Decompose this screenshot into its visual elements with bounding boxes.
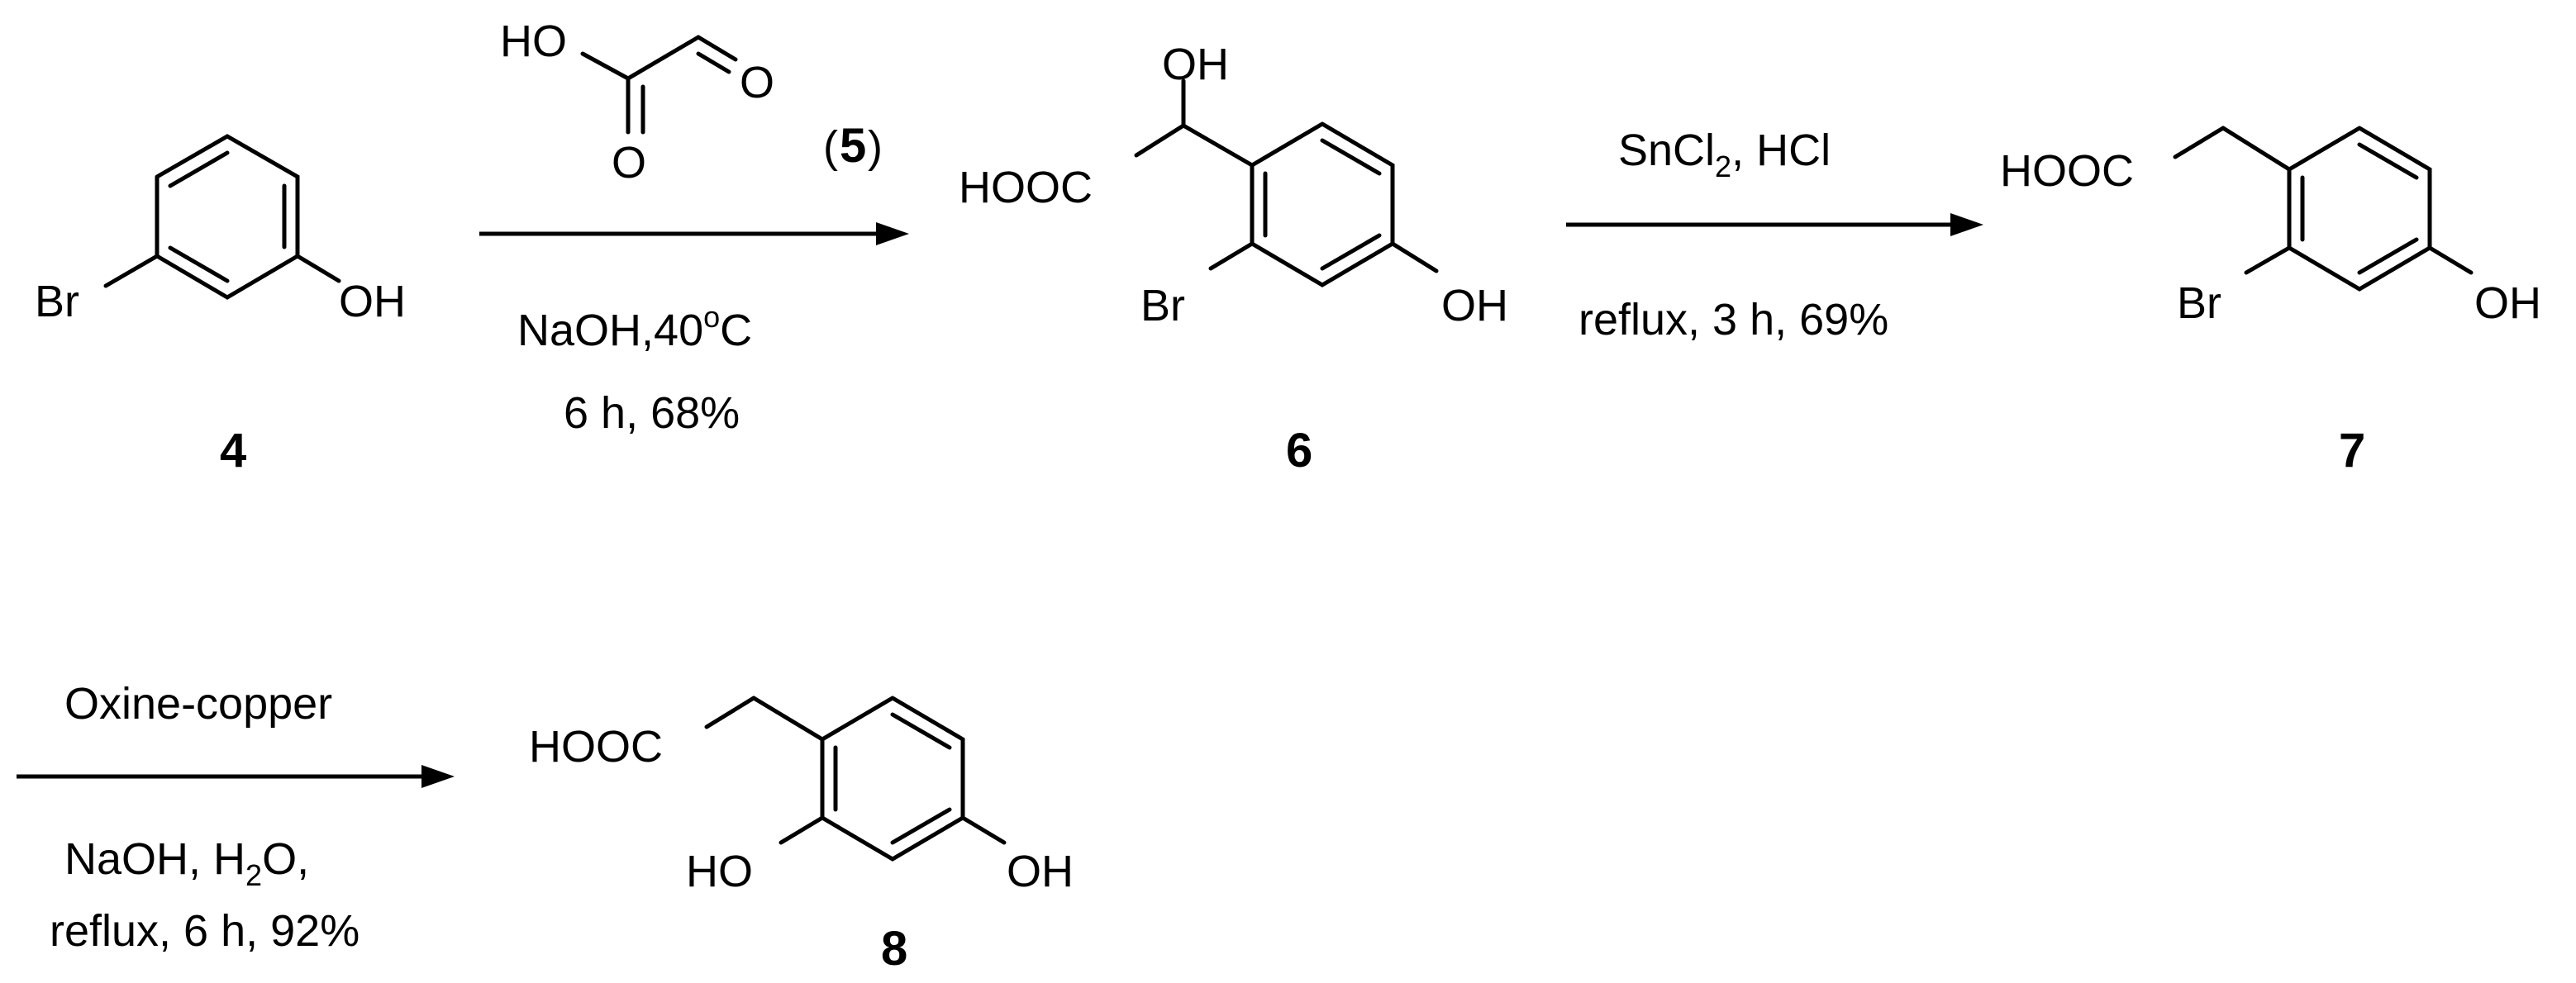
compound-6-number: 6 xyxy=(1286,424,1312,477)
step-3-conditions-line-2: reflux, 6 h, 92% xyxy=(50,906,359,956)
compound-7-c-oh-bond xyxy=(2427,245,2474,275)
compound-6-ring xyxy=(1250,121,1395,287)
compound-8-number: 8 xyxy=(881,922,907,976)
compound-6-oh-top-label: OH xyxy=(1162,40,1229,89)
compound-8-ring-ch2-bond xyxy=(751,696,825,742)
reaction-arrow-1 xyxy=(479,222,909,245)
compound-7-ch2-cooh-bond xyxy=(2173,126,2226,159)
compound-4-c-br-bond xyxy=(103,254,160,288)
compound-7: HOOC Br OH 7 xyxy=(2000,126,2541,477)
compound-5-number-label: ( 5 ) xyxy=(823,119,883,173)
compound-8-ch2-cooh-bond xyxy=(704,696,756,729)
step-3-reagent: Oxine-copper xyxy=(64,679,332,729)
compound-8-cooh-label: HOOC xyxy=(529,722,663,772)
compound-8-ho-label: HO xyxy=(686,847,753,896)
compound-7-c-br-bond xyxy=(2244,245,2292,275)
compound-7-br-label: Br xyxy=(2177,278,2221,328)
compound-5-number: 5 xyxy=(840,119,866,173)
compound-4-ring xyxy=(155,134,300,300)
compound-4-c-oh-bond xyxy=(295,254,341,283)
compound-6-oh-label: OH xyxy=(1441,281,1508,330)
reaction-arrow-2 xyxy=(1566,213,1983,236)
step-1-conditions-line-2: 6 h, 68% xyxy=(564,388,740,438)
compound-7-ring xyxy=(2287,126,2432,292)
compound-6: OH HOOC Br OH 6 xyxy=(959,40,1508,477)
compound-6-ch-cooh-bond xyxy=(1134,123,1186,158)
compound-6-c-oh-bond xyxy=(1390,241,1439,273)
compound-7-oh-label: OH xyxy=(2474,278,2541,328)
compound-7-number: 7 xyxy=(2339,424,2365,477)
compound-8-ring xyxy=(820,696,965,862)
step-1-conditions-line-1: NaOH,40oC xyxy=(517,300,752,355)
compound-5-aldehyde-co-bond-2 xyxy=(696,51,731,74)
compound-6-c-br-bond xyxy=(1208,241,1255,271)
compound-8-c-oh-bond xyxy=(960,815,1007,845)
compound-5-aldehyde-co-bond xyxy=(696,35,738,62)
step-2-conditions: reflux, 3 h, 69% xyxy=(1578,295,1888,344)
compound-8-c-ho-bond xyxy=(779,815,825,845)
compound-5-acid-o-label: O xyxy=(612,138,646,188)
compound-4-br-label: Br xyxy=(35,277,79,326)
compound-5: HO O O ( 5 ) xyxy=(500,17,883,188)
compound-5-ho-label: HO xyxy=(500,17,567,66)
svg-text:): ) xyxy=(868,122,883,172)
compound-8-oh-label: OH xyxy=(1007,847,1074,896)
compound-6-cooh-label: HOOC xyxy=(959,163,1093,212)
compound-4-number: 4 xyxy=(220,424,246,477)
compound-4-oh-label: OH xyxy=(339,277,406,326)
step-2-reagents: SnCl2, HCl xyxy=(1618,126,1831,183)
compound-8: HOOC HO OH 8 xyxy=(529,696,1074,976)
compound-5-c-c-bond xyxy=(626,35,701,81)
compound-6-br-label: Br xyxy=(1140,281,1185,330)
step-3-conditions-line-1: NaOH, H2O, xyxy=(64,834,309,892)
compound-7-ring-ch2-bond xyxy=(2221,126,2292,172)
compound-5-ho-c-bond xyxy=(580,51,631,81)
compound-6-ring-ch-bond xyxy=(1181,123,1255,168)
compound-5-aldehyde-o-label: O xyxy=(740,58,774,107)
reaction-arrow-3 xyxy=(17,765,455,788)
compound-4: Br OH 4 xyxy=(35,134,406,477)
svg-text:(: ( xyxy=(823,122,838,172)
compound-7-cooh-label: HOOC xyxy=(2000,146,2134,196)
